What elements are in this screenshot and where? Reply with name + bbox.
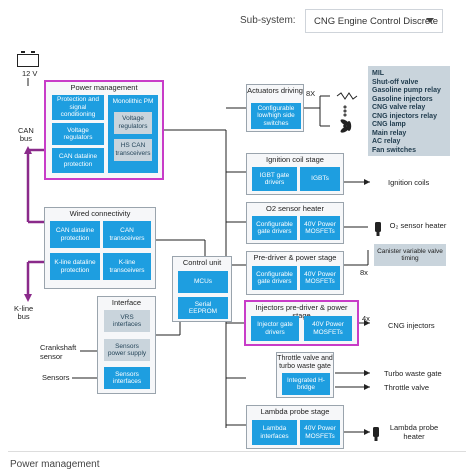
actuators-group: Actuators driving Configurable low/high … [246, 84, 304, 132]
throttle-group: Throttle valve and turbo waste gate Inte… [276, 352, 334, 398]
actuator-switches-block: Configurable low/high side switches [251, 103, 301, 129]
mcus-block: MCUs [178, 271, 228, 293]
o2-group: O2 sensor heater Configurable gate drive… [246, 202, 344, 244]
load-item: Gasoline pump relay [372, 87, 441, 94]
throttle-output-turbo: Turbo waste gate [384, 369, 442, 378]
predriver-group: Pre-driver & power stage Configurable ga… [246, 251, 344, 295]
o2-drivers-block: Configurable gate drivers [252, 216, 297, 240]
load-item: Shut-off valve [372, 78, 419, 86]
caption-divider [8, 451, 466, 452]
wired-connectivity-group: Wired connectivity CAN dataline protecti… [44, 207, 156, 289]
actuator-loads-list: MIL Shut-off valve Gasoline pump relay G… [368, 66, 450, 156]
predriver-count: 8x [360, 268, 368, 277]
fan-icon [340, 119, 352, 133]
sensors-label: Sensors [42, 373, 70, 382]
wired-connectivity-title: Wired connectivity [69, 209, 131, 218]
injectors-title: Injectors pre-driver & power stage [255, 303, 348, 320]
monolithic-pm-title: Monolithic PM [112, 98, 154, 105]
predriver-mosfets-block: 40V Power MOSFETs [300, 266, 340, 290]
load-item: MIL [372, 70, 385, 77]
subsystem-value: CNG Engine Control Discrete [314, 15, 439, 27]
igbts-block: IGBTs [300, 167, 340, 191]
load-item: Main relay [372, 129, 407, 137]
subsystem-label: Sub-system: [240, 15, 296, 26]
o2-output: O₂ sensor heater [389, 221, 447, 230]
lambda-output: Lambda probe heater [389, 423, 439, 441]
injectors-count: 4x [362, 314, 370, 323]
control-unit-title: Control unit [182, 258, 222, 267]
battery-label: 12 V [22, 69, 38, 78]
load-item: CNG lamp [372, 121, 406, 128]
load-item: AC relay [372, 138, 401, 145]
wc-can-transceivers-block: CAN transceivers [103, 221, 151, 248]
injectors-group: Injectors pre-driver & power stage Injec… [244, 300, 359, 346]
lambda-interfaces-block: Lambda interfaces [252, 420, 297, 445]
o2-mosfets-block: 40V Power MOSFETs [300, 216, 340, 240]
crankshaft-label: Crankshaft sensor [40, 343, 77, 361]
sensors-interfaces-block: Sensors interfaces [104, 367, 150, 389]
ignition-output: Ignition coils [388, 178, 430, 187]
chevron-down-icon [426, 18, 434, 23]
power-management-title: Power management [70, 83, 138, 92]
power-management-group: Power management Protection and signal c… [44, 80, 164, 180]
load-item: Fan switches [372, 146, 416, 154]
subsystem-select[interactable]: CNG Engine Control Discrete [305, 9, 443, 33]
control-unit-group: Control unit MCUs Serial EEPROM [172, 256, 232, 322]
interface-title: Interface [111, 298, 142, 307]
predriver-drivers-block: Configurable gate drivers [252, 266, 297, 290]
load-item: CNG injectors relay [372, 112, 437, 120]
injector-drivers-block: Injector gate drivers [251, 316, 299, 341]
mono-voltage-regulators-block: Voltage regulators [114, 111, 152, 134]
lambda-title: Lambda probe stage [260, 407, 330, 416]
eeprom-block: Serial EEPROM [178, 297, 228, 319]
protection-block: Protection and signal conditioning [52, 95, 104, 120]
monolithic-pm-block: Monolithic PM Voltage regulators HS CAN … [108, 95, 158, 173]
canister-block: Canister variable valve timing [374, 244, 446, 266]
lambda-probe-icon [373, 427, 379, 441]
kline-bus-label: K-line bus [14, 304, 34, 321]
actuators-count: 8X [306, 89, 316, 98]
actuators-title: Actuators driving [247, 86, 303, 95]
sensors-supply-block: Sensors power supply [104, 339, 150, 361]
throttle-output-valve: Throttle valve [384, 383, 430, 392]
load-item: CNG valve relay [372, 104, 426, 111]
interface-group: Interface VRS interfaces Sensors power s… [97, 296, 156, 394]
load-item: Gasoline injectors [372, 95, 433, 103]
ignition-group: Ignition coil stage IGBT gate drivers IG… [246, 153, 344, 195]
o2-sensor-icon [375, 222, 381, 236]
voltage-regulators-block: Voltage regulators [52, 123, 104, 145]
figure-caption: Power management [10, 459, 100, 470]
can-bus-label: CAN bus [18, 126, 34, 143]
injector-mosfets-block: 40V Power MOSFETs [304, 316, 352, 341]
ignition-title: Ignition coil stage [266, 155, 324, 164]
wc-kline-dataline-block: K-line dataline protection [50, 253, 100, 280]
wc-can-dataline-block: CAN dataline protection [50, 221, 100, 248]
wc-kline-transceivers-block: K-line transceivers [103, 253, 151, 280]
igbt-drivers-block: IGBT gate drivers [252, 167, 297, 191]
lambda-mosfets-block: 40V Power MOSFETs [300, 420, 340, 445]
can-dataline-protection-block: CAN dataline protection [52, 148, 104, 173]
predriver-title: Pre-driver & power stage [253, 253, 337, 262]
injectors-output: CNG injectors [388, 321, 435, 330]
vrs-block: VRS interfaces [104, 310, 150, 332]
hs-can-block: HS CAN transceivers [114, 138, 152, 161]
o2-title: O2 sensor heater [266, 204, 324, 213]
lambda-group: Lambda probe stage Lambda interfaces 40V… [246, 405, 344, 449]
battery-icon [17, 51, 39, 67]
throttle-title: Throttle valve and turbo waste gate [277, 355, 333, 370]
hbridge-block: Integrated H-bridge [282, 373, 330, 395]
